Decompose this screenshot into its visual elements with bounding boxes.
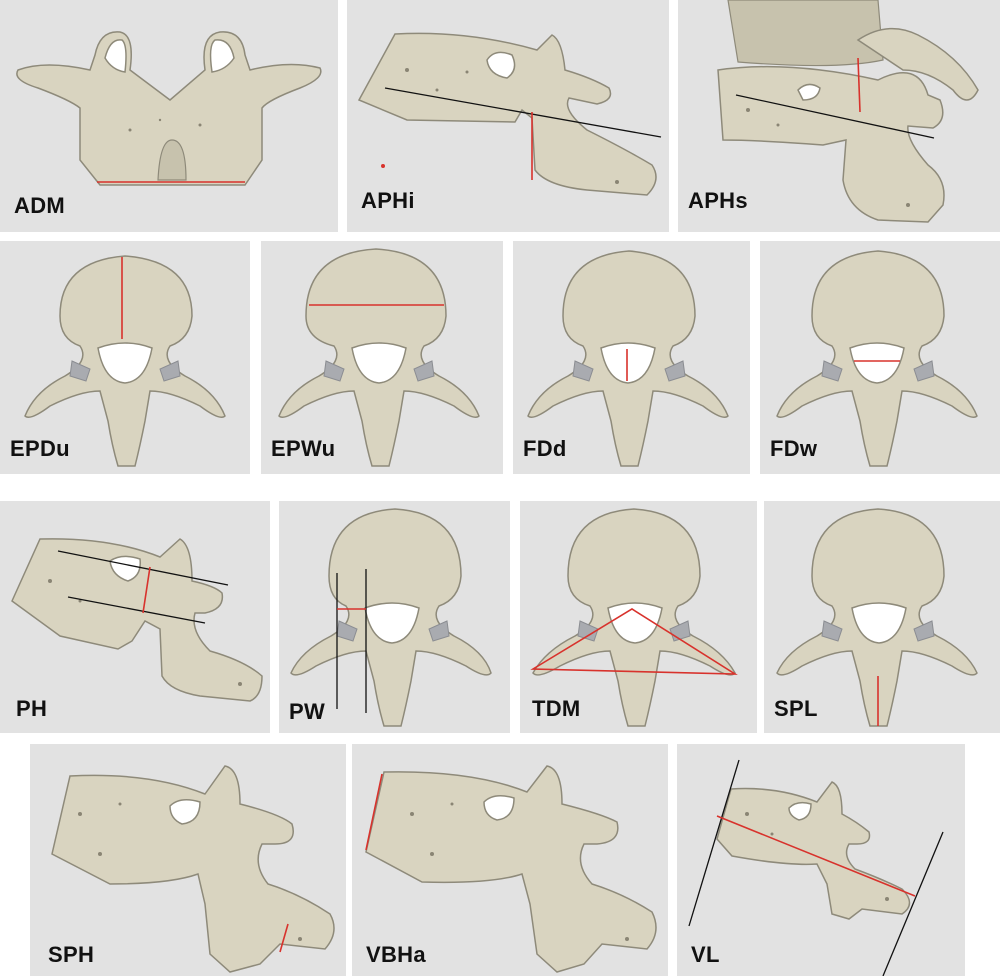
panel-label: SPH bbox=[48, 942, 95, 967]
vertebra-axial-view bbox=[530, 508, 738, 727]
panel-label: PH bbox=[16, 696, 48, 721]
panel-fdd: FDd bbox=[513, 241, 750, 474]
measure-line bbox=[857, 57, 861, 113]
vertebra-lateral-view bbox=[365, 765, 657, 973]
reference-line bbox=[735, 94, 935, 139]
measure-line bbox=[530, 608, 738, 675]
panel-aphi: APHi bbox=[347, 0, 669, 232]
panel-label: APHi bbox=[361, 188, 415, 213]
panel-label: EPDu bbox=[10, 436, 70, 461]
vertebra-axial-view bbox=[527, 250, 729, 467]
vertebra-lateral-view bbox=[717, 0, 979, 223]
reference-line bbox=[882, 831, 944, 976]
vertebra-axial-view bbox=[290, 508, 492, 727]
measure-line bbox=[365, 773, 383, 851]
measure-point bbox=[381, 164, 385, 168]
vertebra-lateral-view bbox=[11, 538, 263, 702]
panel-vl: VL bbox=[677, 744, 965, 976]
measure-line bbox=[279, 923, 289, 953]
panel-tdm: TDM bbox=[520, 501, 757, 733]
panel-label: PW bbox=[289, 699, 326, 724]
vertebra-axial-view bbox=[24, 255, 226, 467]
vertebra-axial-view bbox=[278, 248, 480, 467]
reference-line bbox=[384, 87, 662, 138]
panel-label: VL bbox=[691, 942, 720, 967]
panel-spl: SPL bbox=[764, 501, 1000, 733]
panel-label: FDd bbox=[523, 436, 567, 461]
panel-label: ADM bbox=[14, 193, 66, 218]
panel-aphs: APHs bbox=[678, 0, 1000, 232]
panel-epwu: EPWu bbox=[261, 241, 503, 474]
vertebra-lateral-view bbox=[51, 765, 335, 973]
panel-sph: SPH bbox=[30, 744, 346, 976]
panel-label: TDM bbox=[532, 696, 581, 721]
panel-label: FDw bbox=[770, 436, 818, 461]
vertebra-anterior-view bbox=[16, 31, 322, 186]
panel-epdu: EPDu bbox=[0, 241, 250, 474]
vertebra-axial-view bbox=[776, 508, 978, 727]
measure-line bbox=[716, 815, 916, 897]
panel-adm: ADM bbox=[0, 0, 338, 232]
panel-fdw: FDw bbox=[760, 241, 1000, 474]
vertebra-axial-view bbox=[776, 250, 978, 467]
reference-line bbox=[67, 596, 206, 624]
vertebra-lateral-view bbox=[357, 32, 662, 196]
panel-label: VBHa bbox=[366, 942, 426, 967]
measure-line bbox=[142, 566, 151, 614]
vertebra-lateral-view bbox=[688, 759, 944, 976]
panel-pw: PW bbox=[279, 501, 510, 733]
panel-label: EPWu bbox=[271, 436, 336, 461]
panel-ph: PH bbox=[0, 501, 270, 733]
panel-label: APHs bbox=[688, 188, 748, 213]
panel-label: SPL bbox=[774, 696, 818, 721]
panel-vbha: VBHa bbox=[352, 744, 668, 976]
reference-line bbox=[688, 759, 740, 927]
reference-line bbox=[57, 550, 229, 586]
